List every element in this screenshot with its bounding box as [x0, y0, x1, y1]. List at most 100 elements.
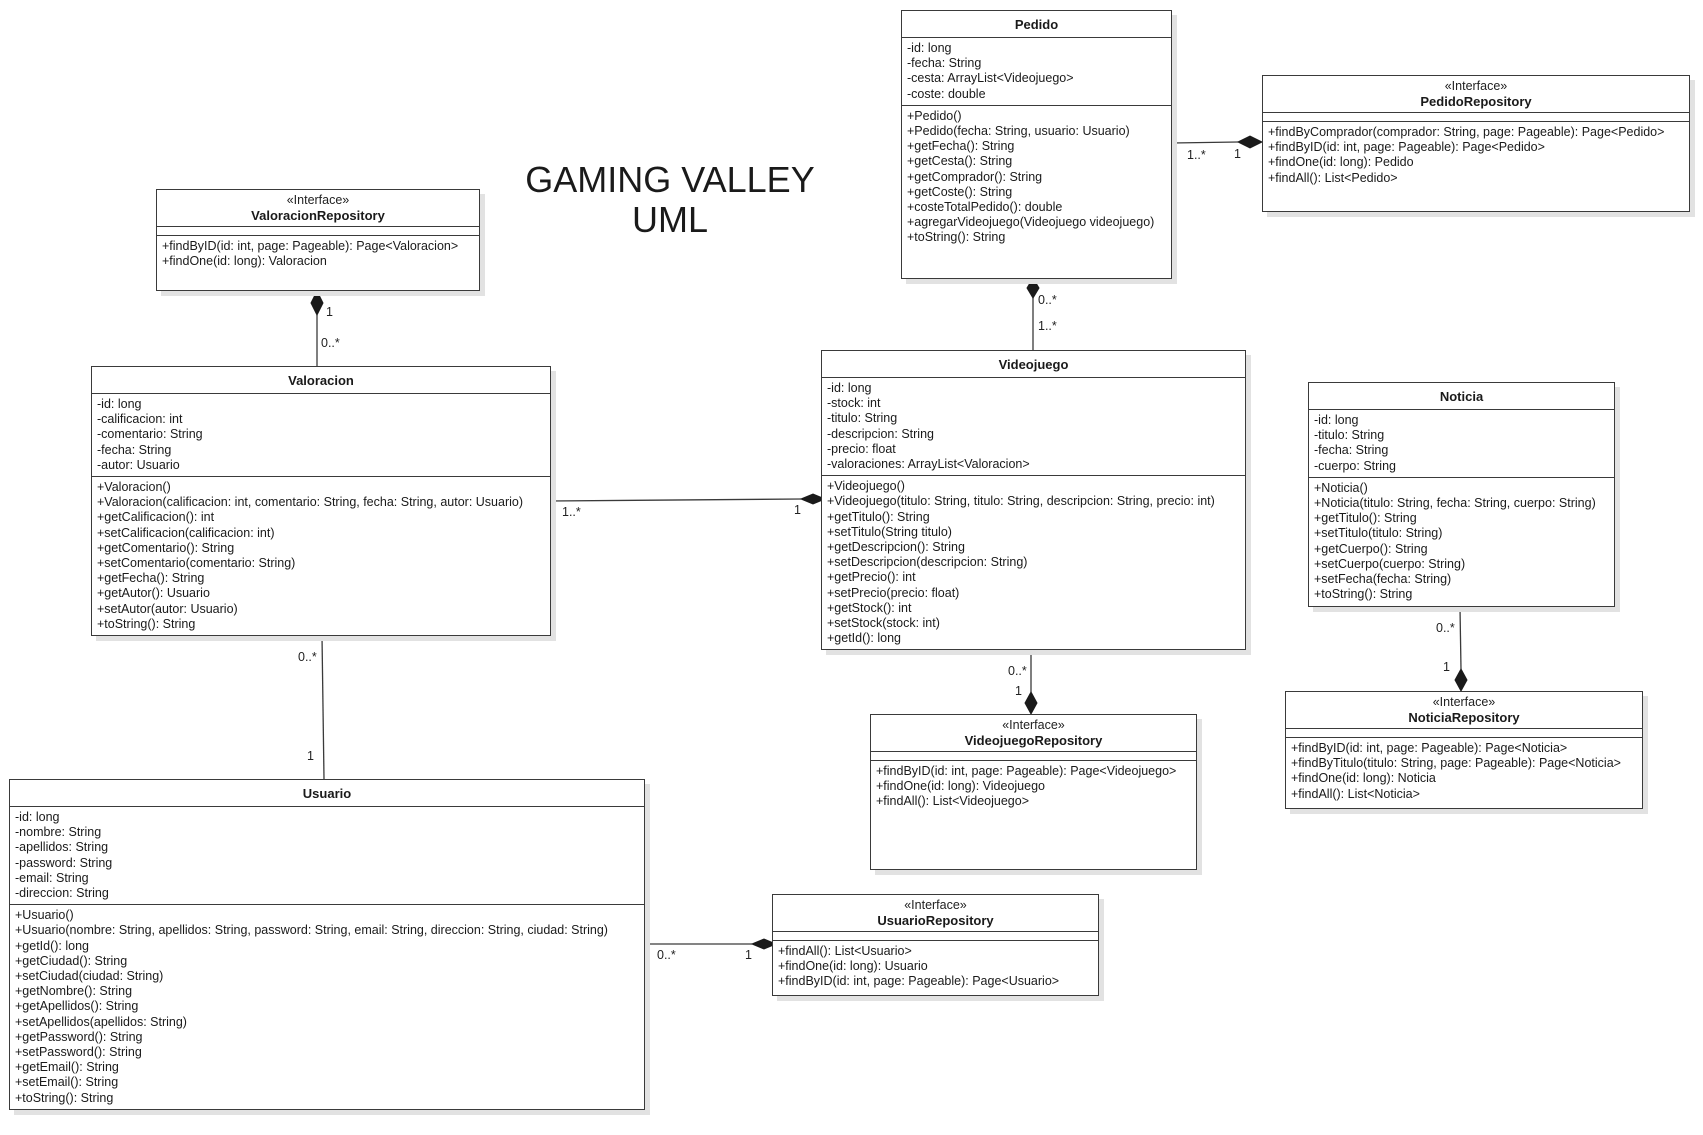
operation: +toString(): String	[1314, 587, 1413, 602]
operations-compartment: +Noticia() +Noticia(titulo: String, fech…	[1309, 478, 1614, 606]
operation: +getPassword(): String	[15, 1029, 143, 1044]
attribute: -id: long	[97, 397, 142, 411]
operation: +setComentario(comentario: String)	[97, 556, 296, 571]
attribute: -fecha: String	[907, 56, 982, 71]
operation: +Valoracion(calificacion: int, comentari…	[97, 495, 524, 510]
noticia-repository-association	[1459, 607, 1462, 670]
operation: +toString(): String	[15, 1090, 114, 1105]
operation: +toString(): String	[97, 616, 196, 631]
attributes-compartment	[1263, 113, 1689, 122]
multiplicity-label: 0..*	[321, 336, 340, 350]
operation: +Valoracion()	[97, 480, 171, 495]
class-pedido[interactable]: Pedido -id: long -fecha: String -cesta: …	[901, 10, 1172, 279]
operation: +findAll(): List<Pedido>	[1268, 170, 1398, 185]
attribute: -id: long	[1314, 413, 1359, 427]
operation: +setCiudad(ciudad: String)	[15, 969, 164, 984]
class-usuario[interactable]: Usuario -id: long -nombre: String -apell…	[9, 779, 645, 1110]
multiplicity-label: 1..*	[1038, 319, 1057, 333]
operation: +getFecha(): String	[907, 139, 1015, 154]
operations-compartment: +Pedido() +Pedido(fecha: String, usuario…	[902, 106, 1171, 250]
diagram-title-line2: UML	[631, 199, 708, 240]
operation: +findOne(id: long): Videojuego	[876, 779, 1045, 794]
attribute: -precio: float	[827, 441, 896, 456]
class-header: «Interface» VideojuegoRepository	[871, 715, 1196, 752]
composition-diamond-pedido	[1026, 277, 1040, 299]
stereotype: «Interface»	[1002, 718, 1065, 732]
multiplicity-label: 1	[794, 503, 801, 517]
attribute: -autor: Usuario	[97, 457, 180, 472]
attributes-compartment: -id: long -nombre: String -apellidos: St…	[10, 807, 644, 906]
operation: +setCalificacion(calificacion: int)	[97, 525, 275, 540]
class-valoracion[interactable]: Valoracion -id: long -calificacion: int …	[91, 366, 551, 636]
class-header: Valoracion	[92, 367, 550, 394]
composition-diamond-videojuego-repository	[1024, 690, 1038, 716]
class-header: Videojuego	[822, 351, 1245, 378]
operation: +findAll(): List<Noticia>	[1291, 786, 1420, 801]
multiplicity-label: 0..*	[1038, 293, 1057, 307]
operation: +Noticia(titulo: String, fecha: String, …	[1314, 496, 1596, 511]
operation: +getComprador(): String	[907, 169, 1043, 184]
operation: +getNombre(): String	[15, 984, 133, 999]
class-noticia-repository[interactable]: «Interface» NoticiaRepository +findByID(…	[1285, 691, 1643, 809]
stereotype: «Interface»	[904, 898, 967, 912]
operation: +Videojuego(titulo: String, titulo: Stri…	[827, 494, 1215, 509]
operation: +setCuerpo(cuerpo: String)	[1314, 556, 1466, 571]
attributes-compartment: -id: long -stock: int -titulo: String -d…	[822, 378, 1245, 477]
class-videojuego-repository[interactable]: «Interface» VideojuegoRepository +findBy…	[870, 714, 1197, 870]
pedido-repository-association	[1171, 141, 1239, 144]
operation: +getApellidos(): String	[15, 999, 139, 1014]
operation: +getCoste(): String	[907, 184, 1013, 199]
attribute: -comentario: String	[97, 427, 203, 442]
multiplicity-label: 1	[1015, 684, 1022, 698]
class-name: Pedido	[1014, 17, 1059, 32]
multiplicity-label: 1	[1443, 660, 1450, 674]
class-name: PedidoRepository	[1420, 94, 1532, 109]
operation: +findByID(id: int, page: Pageable): Page…	[1268, 140, 1545, 155]
operation: +findByComprador(comprador: String, page…	[1268, 125, 1665, 139]
operation: +setTitulo(String titulo)	[827, 524, 952, 539]
operation: +getEmail(): String	[15, 1060, 119, 1075]
operation: +setAutor(autor: Usuario)	[97, 601, 238, 616]
stereotype: «Interface»	[1444, 79, 1508, 93]
operations-compartment: +Valoracion() +Valoracion(calificacion: …	[92, 477, 550, 635]
operation: +getDescripcion(): String	[827, 540, 965, 555]
class-pedido-repository[interactable]: «Interface» PedidoRepository +findByComp…	[1262, 75, 1690, 212]
operation: +setTitulo(titulo: String)	[1314, 526, 1443, 541]
class-name: VideojuegoRepository	[964, 733, 1103, 748]
class-noticia[interactable]: Noticia -id: long -titulo: String -fecha…	[1308, 382, 1615, 607]
attribute: -apellidos: String	[15, 840, 109, 855]
attribute: -coste: double	[907, 86, 986, 101]
operation: +getId(): long	[15, 938, 90, 953]
operation: +Videojuego()	[827, 479, 905, 494]
attributes-compartment	[773, 932, 1098, 941]
operation: +getCiudad(): String	[15, 953, 128, 968]
operation: +getTitulo(): String	[1314, 511, 1417, 526]
diagram-title: GAMING VALLEY UML	[505, 160, 835, 240]
operation: +costeTotalPedido(): double	[907, 200, 1063, 215]
attribute: -valoraciones: ArrayList<Valoracion>	[827, 457, 1030, 472]
operations-compartment: +findByComprador(comprador: String, page…	[1263, 122, 1689, 190]
multiplicity-label: 1	[326, 305, 333, 319]
operation: +Usuario()	[15, 908, 74, 923]
operations-compartment: +Usuario() +Usuario(nombre: String, apel…	[10, 905, 644, 1109]
valoracion-usuario-association	[321, 635, 325, 780]
attribute: -nombre: String	[15, 825, 102, 840]
operation: +setPassword(): String	[15, 1045, 142, 1060]
operation: +setStock(stock: int)	[827, 616, 940, 631]
operation: +findOne(id: long): Valoracion	[162, 254, 327, 269]
class-valoracion-repository[interactable]: «Interface» ValoracionRepository +findBy…	[156, 189, 480, 291]
class-header: «Interface» NoticiaRepository	[1286, 692, 1642, 729]
class-usuario-repository[interactable]: «Interface» UsuarioRepository +findAll()…	[772, 894, 1099, 996]
operation: +agregarVideojuego(Videojuego videojuego…	[907, 215, 1155, 230]
multiplicity-label: 0..*	[1436, 621, 1455, 635]
operations-compartment: +Videojuego() +Videojuego(titulo: String…	[822, 476, 1245, 649]
class-videojuego[interactable]: Videojuego -id: long -stock: int -titulo…	[821, 350, 1246, 650]
operation: +setEmail(): String	[15, 1075, 119, 1090]
attribute: -fecha: String	[97, 442, 172, 457]
operation: +setFecha(fecha: String)	[1314, 572, 1452, 587]
attribute: -id: long	[15, 810, 60, 824]
class-header: Usuario	[10, 780, 644, 807]
attribute: -cuerpo: String	[1314, 458, 1396, 473]
operation: +findByTitulo(titulo: String, page: Page…	[1291, 756, 1621, 771]
